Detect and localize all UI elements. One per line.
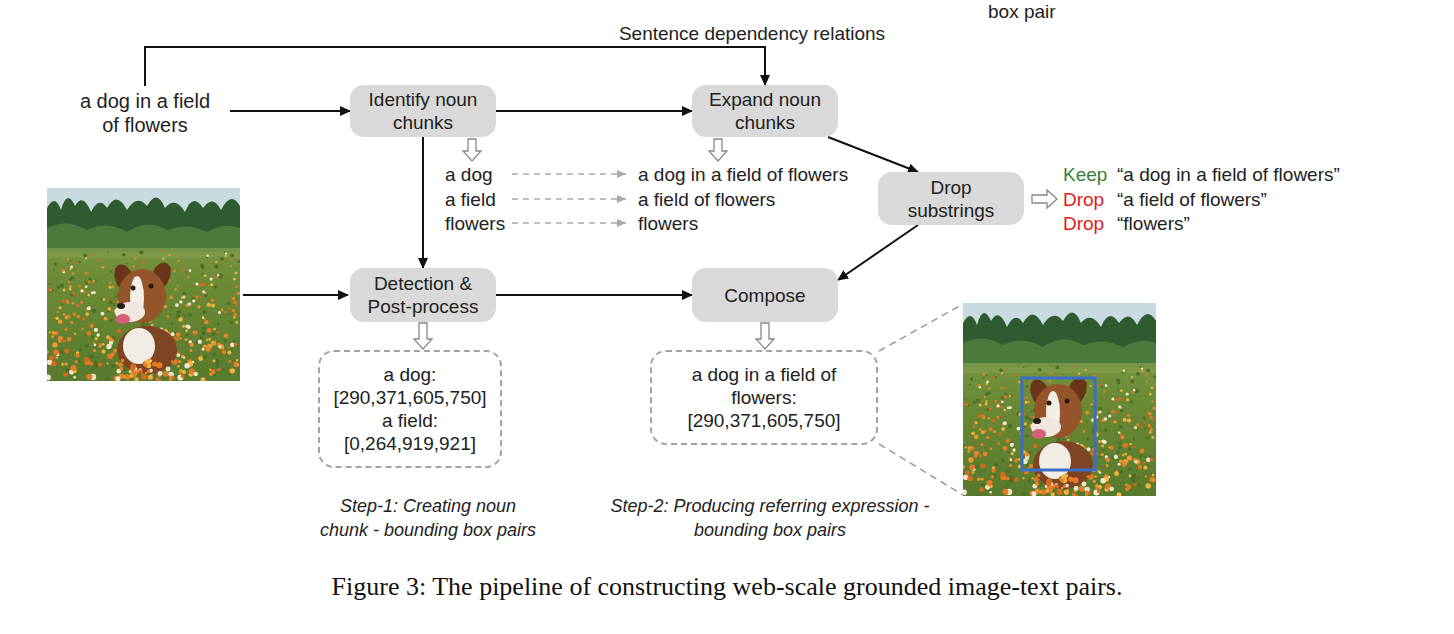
dashed-arrow xyxy=(512,222,626,224)
dropped-string: “flowers” xyxy=(1117,212,1190,235)
process-box: Identify noun chunks xyxy=(350,85,496,137)
cropped-text: box pair xyxy=(988,0,1056,23)
zoom-leader xyxy=(879,304,963,351)
node-text: Expand noun chunks xyxy=(709,88,821,134)
node-text: Identify noun chunks xyxy=(367,88,479,134)
node-text: a dog: xyxy=(384,363,437,386)
bounding-box xyxy=(1022,378,1095,470)
process-box: Detection & Post-process xyxy=(350,268,496,322)
arrow-connector xyxy=(838,225,918,280)
kept-string: “a dog in a field of flowers” xyxy=(1117,163,1340,186)
arrow-connector xyxy=(496,294,692,296)
node-text: a dog in a field of flowers: xyxy=(669,363,859,409)
expanded-chunk: a dog in a field of flowers xyxy=(638,163,848,186)
input-photo xyxy=(45,188,240,383)
node-text: Drop substrings xyxy=(895,176,1007,222)
result-box: a dog:[290,371,605,750]a field:[0,264,91… xyxy=(318,350,502,468)
noun-chunk: a dog xyxy=(445,163,493,186)
process-box: Drop substrings xyxy=(878,172,1024,225)
node-text: [0,264,919,921] xyxy=(344,432,476,455)
step-caption: Step-2: Producing referring expression -… xyxy=(610,494,930,542)
noun-chunk: flowers xyxy=(445,212,505,235)
figure-caption: Figure 3: The pipeline of constructing w… xyxy=(0,572,1454,602)
step-caption: Step-1: Creating noun chunk - bounding b… xyxy=(317,494,539,542)
hollow-arrow xyxy=(756,323,774,349)
expanded-chunk: a field of flowers xyxy=(638,188,775,211)
input-caption: a dog in a field of flowers xyxy=(60,86,230,140)
noun-chunk: a field xyxy=(445,188,496,211)
edge-label: Sentence dependency relations xyxy=(616,22,888,45)
drop-tag: Drop xyxy=(1063,188,1104,211)
node-text: a field: xyxy=(382,409,438,432)
hollow-arrow xyxy=(463,139,481,161)
dropped-string: “a field of flowers” xyxy=(1117,188,1267,211)
output-photo xyxy=(961,303,1156,498)
hollow-arrow xyxy=(414,323,432,349)
image-arrow xyxy=(243,294,348,296)
dashed-arrow xyxy=(512,173,626,175)
hollow-arrow xyxy=(1032,190,1057,208)
process-box: Expand noun chunks xyxy=(692,85,838,137)
node-text: a dog in a field of flowers xyxy=(70,89,220,137)
process-box: Compose xyxy=(692,268,838,322)
arrow-connector xyxy=(496,110,692,112)
expanded-chunk: flowers xyxy=(638,212,698,235)
node-text: Compose xyxy=(724,284,805,307)
node-text: Detection & Post-process xyxy=(364,272,482,318)
arrow-connector xyxy=(230,110,350,112)
hollow-arrow xyxy=(709,139,727,161)
node-text: [290,371,605,750] xyxy=(687,409,840,432)
dashed-arrow xyxy=(512,198,626,200)
node-text: [290,371,605,750] xyxy=(333,386,486,409)
zoom-leader xyxy=(879,444,963,495)
drop-tag: Drop xyxy=(1063,212,1104,235)
keep-tag: Keep xyxy=(1063,163,1107,186)
arrow-connector xyxy=(422,137,424,268)
result-box: a dog in a field of flowers:[290,371,605… xyxy=(650,350,878,445)
arrow-connector xyxy=(145,47,765,86)
